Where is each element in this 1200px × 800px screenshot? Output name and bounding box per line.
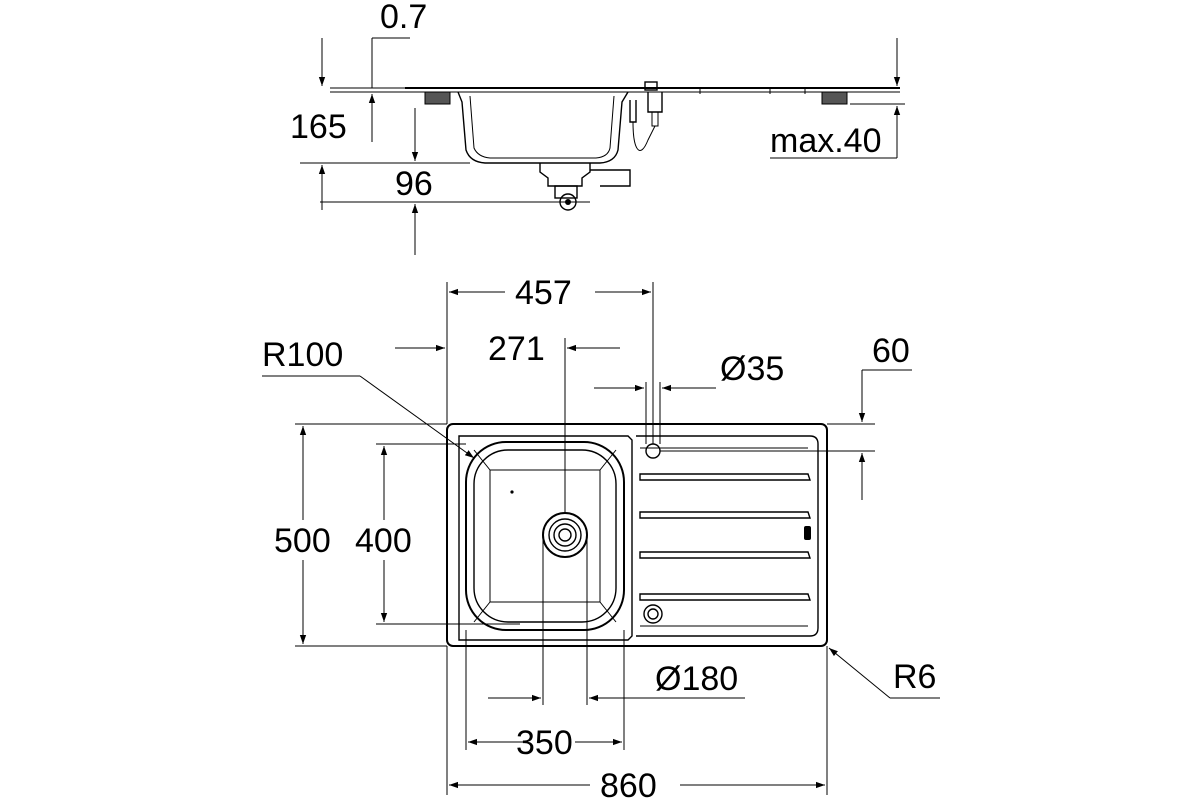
overflow-hose (632, 121, 656, 151)
drainer-groove-3 (639, 551, 811, 559)
dim-label-outer-radius: R6 (893, 658, 936, 696)
dim-label-bowl-width: 350 (516, 724, 573, 762)
top-view: 457 271 R100 Ø35 60 500 400 (262, 274, 940, 800)
dim-label-depth-outer: 500 (274, 522, 331, 560)
bowl-corner-4 (599, 601, 617, 623)
bowl-corner-3 (473, 601, 491, 623)
dim-label-tap-offset: 457 (515, 274, 572, 312)
drain-grate (553, 523, 577, 547)
tap-thread (651, 112, 659, 127)
overflow-fitting (629, 100, 637, 123)
bowl-inner-profile (469, 95, 615, 159)
tap-hole-icon (645, 443, 661, 459)
dim-label-drain-depth: 96 (395, 165, 433, 203)
dim-label-drain-dia: Ø180 (655, 660, 738, 698)
dim-label-max-worktop: max.40 (770, 122, 882, 160)
drain-body (539, 163, 591, 187)
bowl-corner-1 (473, 449, 491, 471)
bowl-corner-2 (599, 449, 617, 471)
dim-label-drain-offset: 271 (488, 330, 545, 368)
dim-label-thickness: 0.7 (380, 0, 427, 36)
overflow-connector (590, 169, 631, 187)
dim-leader-r6 (828, 647, 891, 699)
bowl-profile (457, 91, 629, 164)
side-view: 0.7 165 96 max.40 (290, 0, 905, 255)
dim-leader-r100 (359, 375, 475, 459)
drainer-groove-4 (639, 593, 811, 601)
dim-label-bowl-radius: R100 (262, 336, 343, 374)
overflow-inner (647, 608, 659, 620)
bowl-mark (510, 490, 514, 494)
dim-label-tap-hole: Ø35 (720, 350, 784, 388)
drainer-outline (636, 435, 819, 637)
overflow-icon (643, 604, 663, 624)
bowl-floor (489, 469, 601, 603)
bowl-outer (465, 441, 625, 631)
drainer-stop (804, 526, 811, 540)
drainer-groove-2 (639, 511, 811, 519)
dim-label-width-total: 860 (600, 767, 657, 800)
clip-left (424, 91, 451, 105)
drain-pipe (554, 185, 578, 199)
dim-label-height-total: 165 (290, 108, 347, 146)
tap-shank (647, 92, 663, 113)
drain-ring (548, 518, 582, 552)
drainer-groove-1 (639, 473, 811, 481)
bowl-inner (473, 449, 617, 623)
clip-right (821, 91, 848, 105)
dim-label-depth-bowl: 400 (355, 522, 412, 560)
sink-outline (446, 423, 828, 647)
dim-label-tap-edge: 60 (872, 332, 910, 370)
tap-nut (644, 81, 658, 91)
bowl-rim-area (458, 435, 633, 641)
drain-center (558, 528, 572, 542)
